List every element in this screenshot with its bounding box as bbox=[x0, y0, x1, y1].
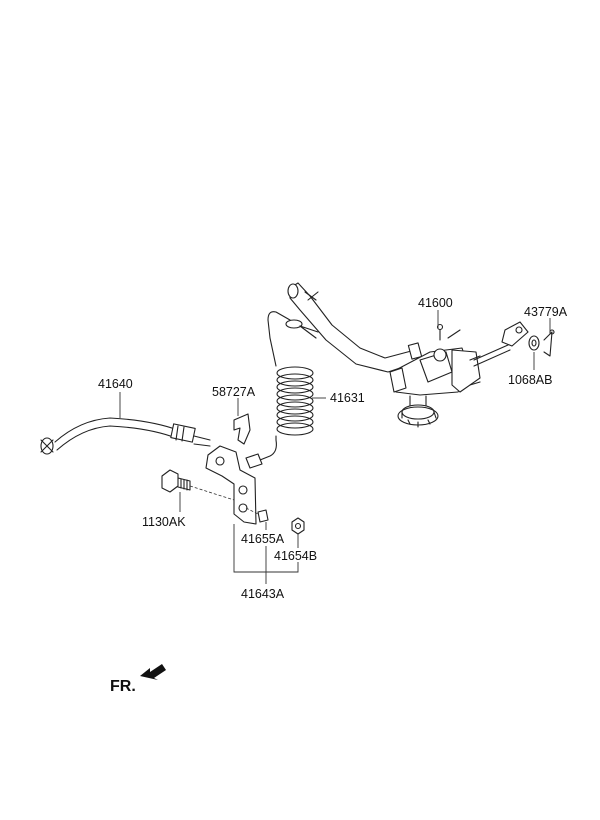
label-41631: 41631 bbox=[330, 391, 365, 405]
label-41640: 41640 bbox=[98, 377, 133, 391]
bracket-41643a bbox=[205, 445, 257, 525]
washer-1068ab bbox=[528, 335, 540, 351]
front-indicator-label: FR. bbox=[110, 678, 136, 695]
label-41643a: 41643A bbox=[241, 587, 285, 601]
nut-41654b bbox=[291, 517, 305, 535]
front-arrow-icon bbox=[140, 664, 166, 680]
label-41655a: 41655A bbox=[241, 532, 285, 546]
leader-lines bbox=[119, 310, 551, 584]
label-41654b: 41654B bbox=[274, 549, 317, 563]
front-indicator: FR. bbox=[110, 664, 166, 695]
label-58727a: 58727A bbox=[212, 385, 256, 399]
label-41600: 41600 bbox=[418, 296, 453, 310]
coil-windings bbox=[276, 366, 314, 436]
label-1130ak: 1130AK bbox=[142, 515, 186, 529]
bolt-1130ak bbox=[161, 469, 235, 501]
clip-43779a bbox=[543, 329, 555, 357]
part-labels: 41600 43779A 1068AB 41640 58727A 41631 1… bbox=[98, 296, 568, 601]
clutch-master-cylinder bbox=[287, 282, 529, 428]
bush-41655a bbox=[245, 507, 269, 523]
label-43779a: 43779A bbox=[524, 305, 568, 319]
label-1068ab: 1068AB bbox=[508, 373, 552, 387]
clip-58727a bbox=[233, 413, 251, 445]
clutch-flex-hose bbox=[40, 417, 211, 455]
clutch-line-coil bbox=[245, 311, 319, 469]
